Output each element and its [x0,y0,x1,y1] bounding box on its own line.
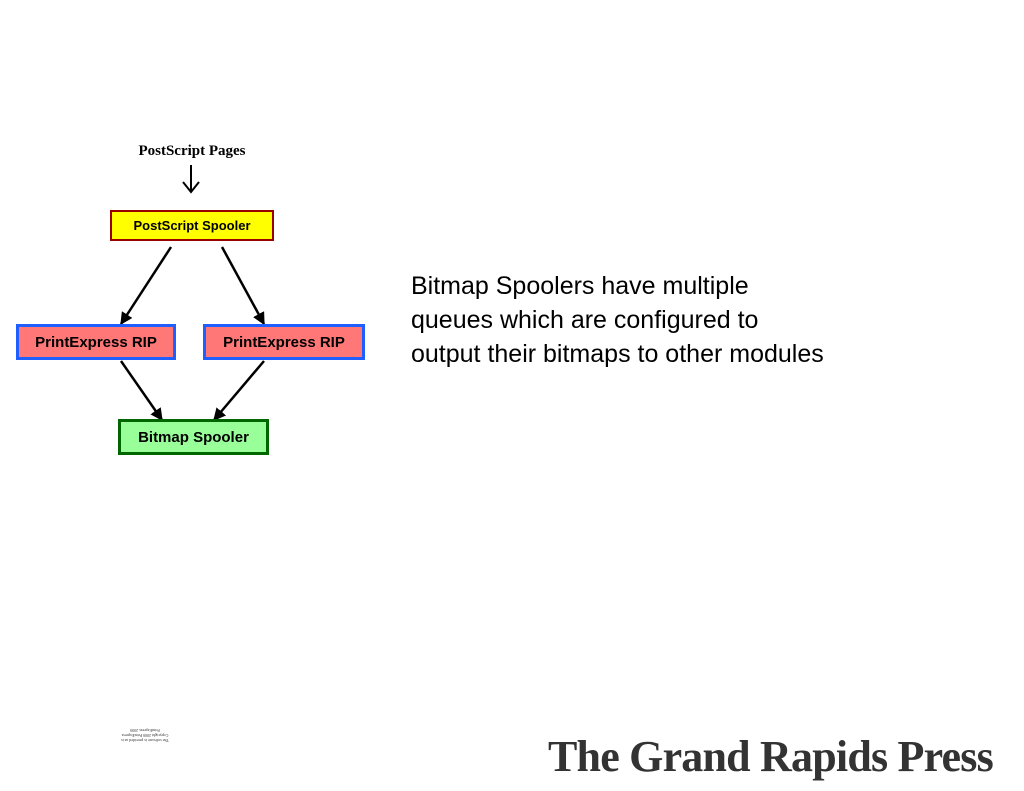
connector-spooler-to-right-rip [220,246,266,326]
bitmap-spooler-box: Bitmap Spooler [118,419,269,455]
footnote-line: The software is provided as is [121,738,169,743]
printexpress-rip-right-box: PrintExpress RIP [203,324,365,360]
connector-left-rip-to-bitmap [119,360,164,422]
connector-right-rip-to-bitmap [213,360,265,421]
postscript-pages-label: PostScript Pages [138,143,246,159]
postscript-spooler-box: PostScript Spooler [110,210,274,241]
footnote: The software is provided as is Copyright… [110,728,180,743]
printexpress-rip-left-box: PrintExpress RIP [16,324,176,360]
down-arrow-icon [182,165,200,194]
diagram-connectors [119,246,266,422]
footnote-line: PrintExpress 2000 [130,728,160,733]
grand-rapids-press-logo: The Grand Rapids Press [548,732,994,781]
connector-spooler-to-left-rip [119,246,173,326]
slide-caption: Bitmap Spoolers have multiple queues whi… [411,272,824,368]
